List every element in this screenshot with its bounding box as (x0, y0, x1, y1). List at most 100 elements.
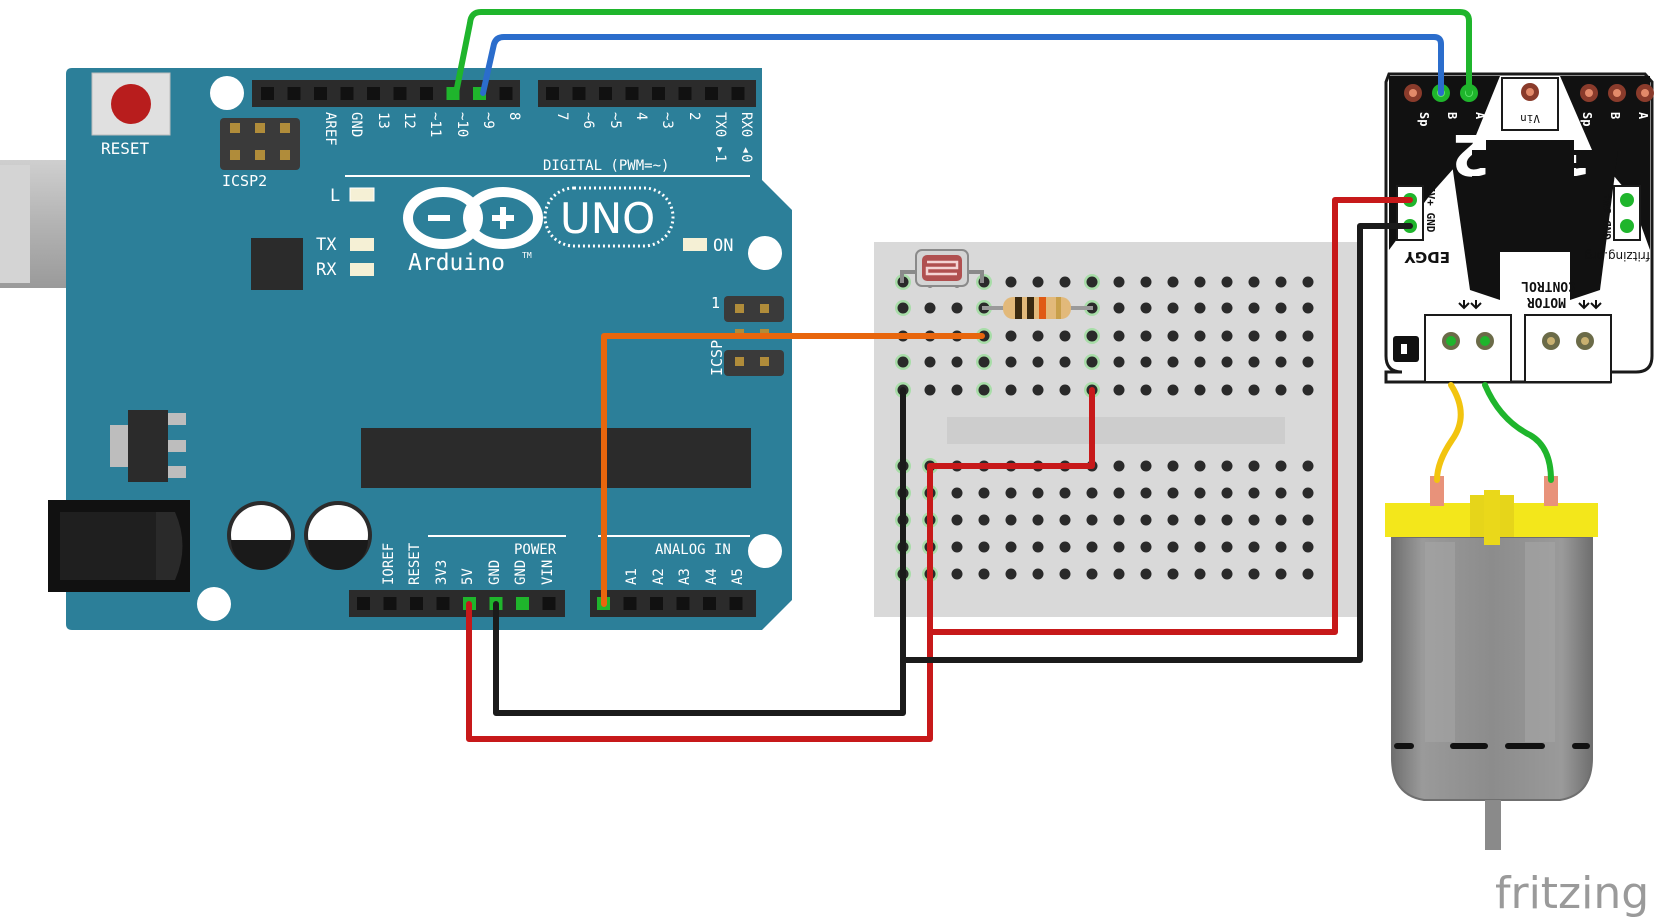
breadboard-hole[interactable] (951, 514, 963, 526)
breadboard-hole[interactable] (1194, 330, 1206, 342)
breadboard-hole[interactable] (1194, 514, 1206, 526)
power-socket[interactable] (436, 597, 450, 610)
breadboard-hole[interactable] (1113, 302, 1125, 314)
breadboard-hole[interactable] (1005, 541, 1017, 553)
breadboard-hole[interactable] (978, 384, 990, 396)
breadboard-hole[interactable] (1275, 460, 1287, 472)
breadboard-hole[interactable] (1248, 302, 1260, 314)
wire-orange-a0[interactable] (601, 333, 985, 607)
wire-black-gnd[interactable] (493, 387, 906, 716)
digital-socket[interactable] (393, 87, 407, 100)
breadboard-hole[interactable] (951, 384, 963, 396)
breadboard-hole[interactable] (1059, 568, 1071, 580)
breadboard-hole[interactable] (1032, 330, 1044, 342)
power-socket[interactable] (383, 597, 397, 610)
breadboard-hole[interactable] (1221, 487, 1233, 499)
breadboard-hole[interactable] (1221, 514, 1233, 526)
digital-pin-sockets[interactable] (261, 87, 745, 100)
breadboard-hole[interactable] (951, 356, 963, 368)
breadboard-hole[interactable] (924, 302, 936, 314)
breadboard-hole[interactable] (1113, 276, 1125, 288)
breadboard-hole[interactable] (1275, 384, 1287, 396)
breadboard-hole[interactable] (1140, 487, 1152, 499)
breadboard-hole[interactable] (1005, 514, 1017, 526)
breadboard-hole[interactable] (1302, 384, 1314, 396)
breadboard-hole[interactable] (1032, 514, 1044, 526)
breadboard-hole[interactable] (1275, 568, 1287, 580)
breadboard-hole[interactable] (1113, 514, 1125, 526)
breadboard-hole[interactable] (1194, 384, 1206, 396)
breadboard-hole[interactable] (1248, 487, 1260, 499)
breadboard-hole[interactable] (1005, 487, 1017, 499)
breadboard-hole[interactable] (1275, 356, 1287, 368)
breadboard-hole[interactable] (1302, 460, 1314, 472)
digital-socket[interactable] (314, 87, 327, 100)
power-socket[interactable] (357, 597, 370, 610)
breadboard-hole[interactable] (1194, 276, 1206, 288)
wire-green-motor[interactable] (1482, 382, 1554, 483)
breadboard-hole[interactable] (1302, 330, 1314, 342)
analog-socket[interactable] (729, 597, 743, 610)
breadboard-hole[interactable] (1113, 384, 1125, 396)
analog-socket[interactable] (676, 597, 690, 610)
breadboard-hole[interactable] (978, 356, 990, 368)
breadboard-hole[interactable] (897, 302, 909, 314)
breadboard-hole[interactable] (951, 487, 963, 499)
breadboard-hole[interactable] (1113, 487, 1125, 499)
breadboard-hole[interactable] (1005, 276, 1017, 288)
breadboard-hole[interactable] (1221, 384, 1233, 396)
digital-socket[interactable] (731, 87, 745, 100)
breadboard-hole[interactable] (924, 356, 936, 368)
power-socket[interactable] (516, 597, 529, 610)
digital-socket[interactable] (367, 87, 380, 100)
power-socket[interactable] (410, 597, 423, 610)
breadboard-hole[interactable] (1059, 276, 1071, 288)
digital-socket[interactable] (420, 87, 433, 100)
breadboard-hole[interactable] (1167, 541, 1179, 553)
breadboard-hole[interactable] (1194, 302, 1206, 314)
breadboard-hole[interactable] (1275, 541, 1287, 553)
breadboard-hole[interactable] (1221, 568, 1233, 580)
breadboard-hole[interactable] (978, 514, 990, 526)
breadboard-hole[interactable] (1167, 460, 1179, 472)
breadboard-hole[interactable] (1248, 276, 1260, 288)
breadboard-hole[interactable] (1167, 487, 1179, 499)
breadboard-hole[interactable] (1194, 568, 1206, 580)
breadboard-hole[interactable] (1167, 568, 1179, 580)
breadboard-hole[interactable] (1140, 384, 1152, 396)
digital-socket[interactable] (652, 87, 665, 100)
breadboard-hole[interactable] (897, 356, 909, 368)
breadboard-hole[interactable] (1140, 356, 1152, 368)
breadboard-hole[interactable] (1113, 568, 1125, 580)
breadboard-hole[interactable] (1194, 356, 1206, 368)
breadboard-hole[interactable] (1167, 356, 1179, 368)
breadboard-hole[interactable] (1221, 541, 1233, 553)
breadboard-hole[interactable] (1032, 541, 1044, 553)
wire-black-motor-gnd[interactable] (900, 223, 1413, 663)
breadboard-hole[interactable] (1005, 356, 1017, 368)
breadboard-hole[interactable] (1113, 356, 1125, 368)
breadboard-hole[interactable] (1194, 487, 1206, 499)
breadboard-hole[interactable] (1005, 568, 1017, 580)
breadboard-hole[interactable] (1221, 302, 1233, 314)
wire-yellow-motor[interactable] (1434, 382, 1464, 483)
breadboard-hole[interactable] (1005, 384, 1017, 396)
breadboard-hole[interactable] (1140, 330, 1152, 342)
breadboard-hole[interactable] (1113, 541, 1125, 553)
breadboard-hole[interactable] (951, 568, 963, 580)
breadboard-hole[interactable] (1113, 460, 1125, 472)
breadboard-hole[interactable] (1302, 356, 1314, 368)
digital-socket[interactable] (705, 87, 718, 100)
breadboard-hole[interactable] (1302, 568, 1314, 580)
breadboard-hole[interactable] (1194, 460, 1206, 472)
breadboard-hole[interactable] (1221, 356, 1233, 368)
breadboard-hole[interactable] (1005, 330, 1017, 342)
breadboard-hole[interactable] (1248, 568, 1260, 580)
breadboard-hole[interactable] (978, 568, 990, 580)
wire-red-5v[interactable] (466, 463, 933, 742)
power-socket[interactable] (542, 597, 556, 610)
digital-socket[interactable] (678, 87, 692, 100)
breadboard-hole[interactable] (924, 384, 936, 396)
breadboard-hole[interactable] (1086, 568, 1098, 580)
breadboard-hole[interactable] (951, 302, 963, 314)
